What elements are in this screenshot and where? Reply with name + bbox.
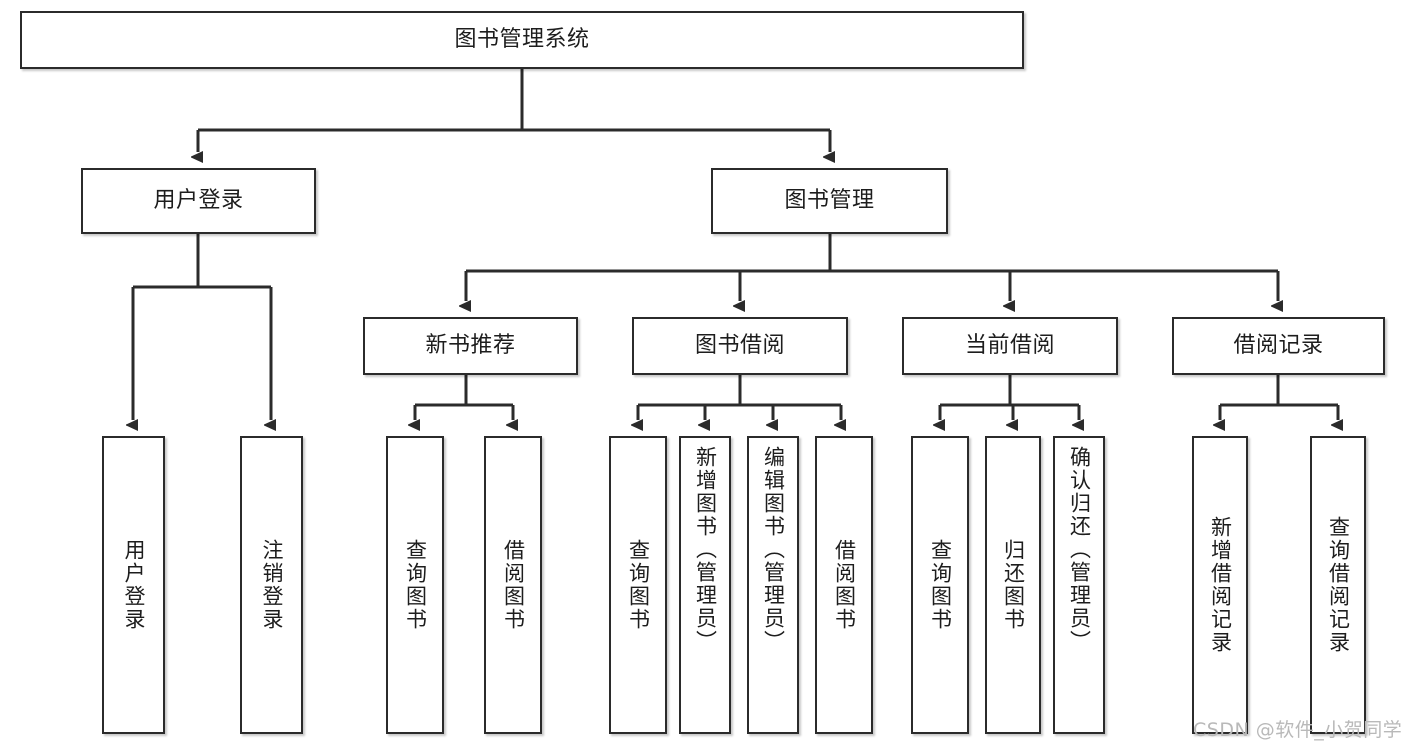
leaf-borrow-book-2[interactable]: 借阅图书 (815, 436, 873, 734)
leaf-add-record[interactable]: 新增借阅记录 (1192, 436, 1248, 734)
csdn-watermark: CSDN @软件_小贺同学 (1193, 719, 1403, 741)
leaf-add-record-label: 新增借阅记录 (1208, 516, 1233, 654)
node-book-borrow-label: 图书借阅 (694, 333, 785, 359)
leaf-edit-book-label: 编辑图书（管理员） (761, 446, 786, 653)
node-new-book-recommend-label: 新书推荐 (425, 333, 516, 359)
node-root-label: 图书管理系统 (454, 27, 590, 53)
node-new-book-recommend[interactable]: 新书推荐 (363, 317, 578, 375)
leaf-query-record-label: 查询借阅记录 (1326, 516, 1351, 654)
node-borrow-record[interactable]: 借阅记录 (1172, 317, 1385, 375)
node-book-manage-label: 图书管理 (784, 188, 875, 214)
leaf-edit-book[interactable]: 编辑图书（管理员） (747, 436, 799, 734)
leaf-return-book[interactable]: 归还图书 (985, 436, 1041, 734)
node-current-borrow-label: 当前借阅 (964, 333, 1055, 359)
leaf-user-login-label: 用户登录 (122, 539, 146, 631)
leaf-query-book-1-label: 查询图书 (403, 539, 428, 631)
node-user-login-label: 用户登录 (153, 188, 244, 214)
node-root[interactable]: 图书管理系统 (20, 11, 1024, 69)
leaf-borrow-book-1-label: 借阅图书 (501, 539, 526, 631)
leaf-borrow-book-1[interactable]: 借阅图书 (484, 436, 542, 734)
leaf-query-record[interactable]: 查询借阅记录 (1310, 436, 1366, 734)
leaf-user-login[interactable]: 用户登录 (102, 436, 165, 734)
leaf-add-book[interactable]: 新增图书（管理员） (679, 436, 731, 734)
leaf-return-book-label: 归还图书 (1001, 539, 1026, 631)
node-borrow-record-label: 借阅记录 (1233, 333, 1324, 359)
leaf-query-book-2[interactable]: 查询图书 (609, 436, 667, 734)
node-book-manage[interactable]: 图书管理 (711, 168, 948, 234)
node-book-borrow[interactable]: 图书借阅 (632, 317, 848, 375)
leaf-confirm-return-label: 确认归还（管理员） (1067, 446, 1092, 653)
leaf-add-book-label: 新增图书（管理员） (693, 446, 718, 653)
leaf-query-book-1[interactable]: 查询图书 (386, 436, 444, 734)
leaf-logout-label: 注销登录 (260, 539, 284, 631)
leaf-query-book-3[interactable]: 查询图书 (911, 436, 969, 734)
leaf-borrow-book-2-label: 借阅图书 (832, 539, 857, 631)
node-user-login[interactable]: 用户登录 (81, 168, 316, 234)
leaf-query-book-2-label: 查询图书 (626, 539, 651, 631)
node-current-borrow[interactable]: 当前借阅 (902, 317, 1118, 375)
leaf-query-book-3-label: 查询图书 (928, 539, 953, 631)
leaf-confirm-return[interactable]: 确认归还（管理员） (1053, 436, 1105, 734)
leaf-logout[interactable]: 注销登录 (240, 436, 303, 734)
